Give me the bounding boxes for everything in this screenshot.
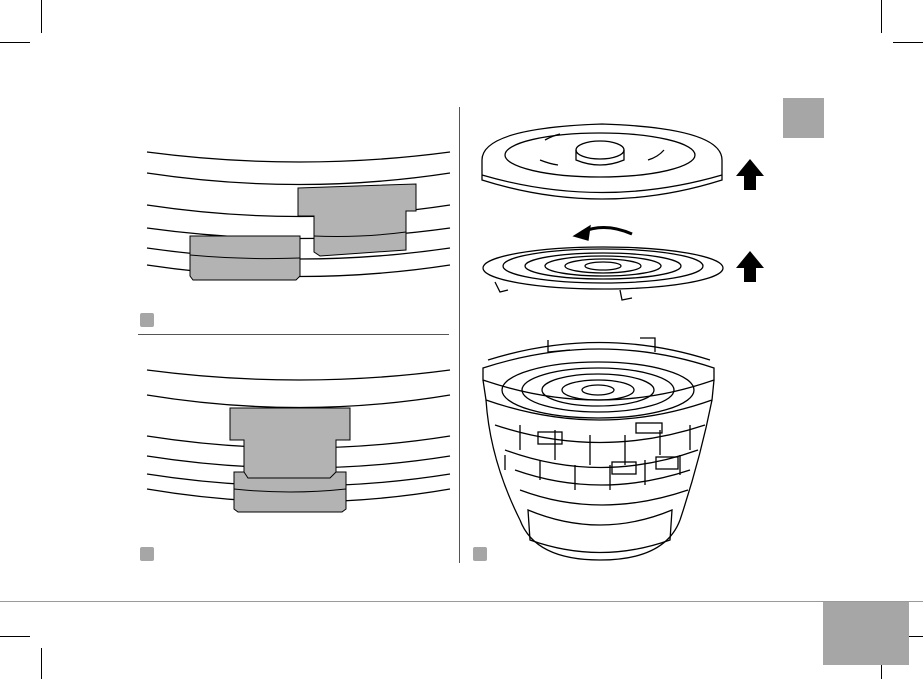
exploded-dehydrator-illustration: [0, 0, 923, 679]
